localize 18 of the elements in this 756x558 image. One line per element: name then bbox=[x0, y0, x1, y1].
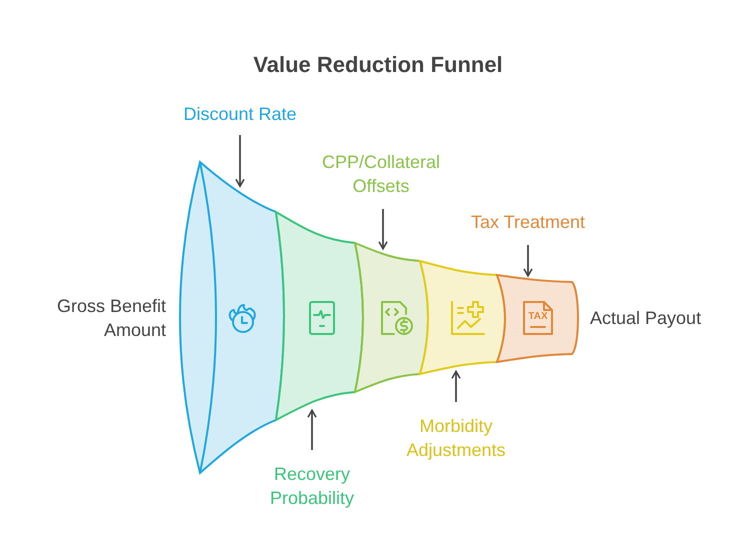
arrow bbox=[378, 209, 388, 250]
stage-label: Tax Treatment bbox=[448, 210, 608, 234]
arrow bbox=[307, 409, 317, 450]
arrow bbox=[235, 135, 245, 188]
stage-label: Morbidity Adjustments bbox=[376, 414, 536, 462]
stage-caption: Gross Benefit Amount bbox=[56, 295, 166, 342]
funnel-segment bbox=[496, 274, 579, 363]
funnel-segment bbox=[419, 260, 506, 375]
stage-label: Recovery Probability bbox=[232, 462, 392, 510]
stage-caption: Actual Payout bbox=[590, 307, 702, 330]
icon-text: TAX bbox=[527, 312, 549, 322]
arrow bbox=[523, 245, 533, 277]
funnel-segment bbox=[354, 242, 429, 393]
stage-label: CPP/Collateral Offsets bbox=[296, 150, 466, 198]
arrow bbox=[451, 370, 461, 402]
stage-label: Discount Rate bbox=[160, 102, 320, 126]
funnel-segment bbox=[275, 211, 364, 421]
diagram-title: Value Reduction Funnel bbox=[252, 51, 504, 79]
